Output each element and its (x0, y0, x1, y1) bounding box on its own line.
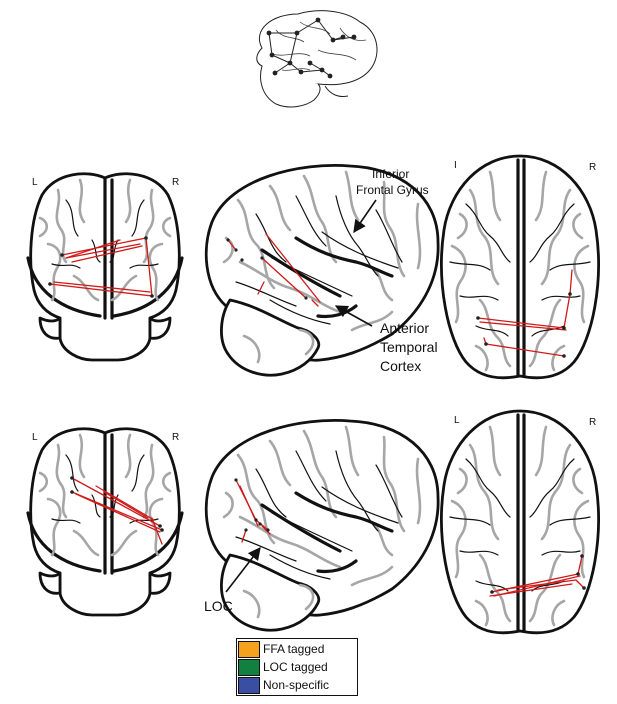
atc-label-line2: Temporal (380, 339, 438, 355)
axial-view-row1: I R (440, 154, 600, 380)
ifg-label-line2: Frontal Gyrus (356, 183, 429, 197)
legend (236, 638, 358, 696)
legend-label-nonspecific: Non-specific (263, 678, 330, 692)
left-hemisphere-label-row2: L (32, 432, 38, 443)
legend-label-loc: LOC tagged (263, 660, 328, 674)
loc-label: LOC (204, 598, 233, 614)
legend-swatch-ffa (238, 640, 260, 658)
legend-item-loc: LOC tagged (238, 658, 356, 676)
axial-right-label: R (589, 162, 596, 173)
legend-item-nonspecific: Non-specific (238, 676, 356, 694)
schematic-brain-icon (256, 10, 378, 108)
coronal-view-row1: L R (26, 172, 184, 362)
lateral-view-row1 (204, 164, 440, 377)
right-hemisphere-label-row2: R (172, 432, 179, 443)
ifg-label-line1: Inferior (372, 167, 409, 181)
legend-label-ffa: FFA tagged (263, 642, 325, 656)
left-hemisphere-label: L (32, 177, 38, 188)
legend-swatch-loc (238, 658, 260, 676)
legend-item-ffa: FFA tagged (238, 640, 356, 658)
atc-label-line1: Anterior (380, 320, 429, 336)
coronal-view-row2: L R (26, 427, 184, 617)
axial-right-label-row2: R (589, 417, 596, 428)
atc-label-line3: Cortex (380, 358, 421, 374)
legend-swatch-nonspecific (238, 676, 260, 694)
axial-left-label-row2: L (454, 415, 460, 426)
axial-view-row2: L R (440, 409, 600, 635)
right-hemisphere-label: R (172, 177, 179, 188)
axial-left-label: I (454, 160, 457, 171)
lateral-view-row2 (204, 419, 440, 632)
